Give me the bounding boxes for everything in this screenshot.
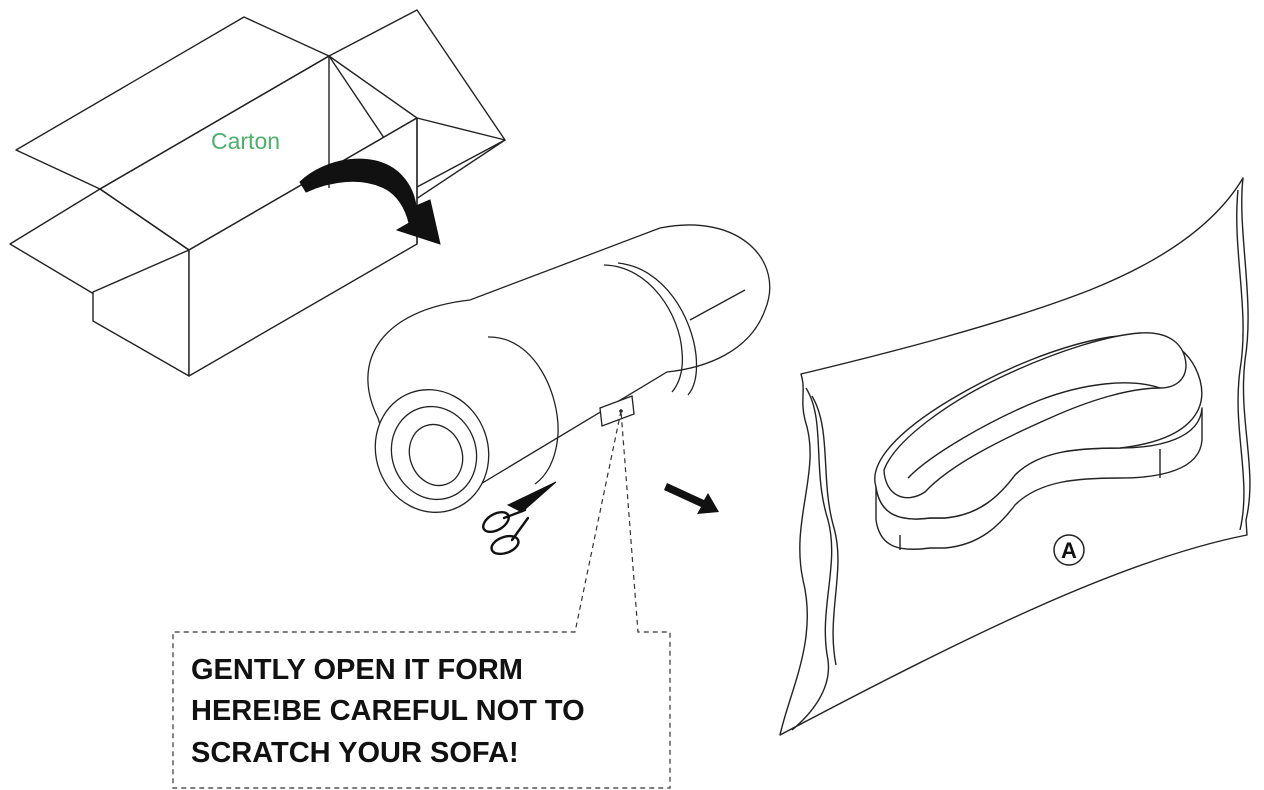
curved-arrow-icon: [299, 158, 441, 245]
sofa-seat-inner: [907, 382, 1161, 479]
warning-line-3: SCRATCH YOUR SOFA!: [191, 737, 519, 769]
part-a-callout: A: [1053, 534, 1085, 566]
bag-fold-left-2: [811, 395, 839, 666]
cylinder-label-tag: [599, 395, 635, 427]
arrow-right-down-icon: [664, 483, 719, 514]
part-a-label: A: [1061, 538, 1077, 563]
bag-fold-right: [1236, 189, 1245, 531]
sofa-backrest: [883, 332, 1187, 499]
scissors-icon: [482, 481, 557, 556]
callout-leader-lines: [172, 410, 671, 789]
rolled-sofa-cylinder: [367, 224, 771, 513]
cylinder-band-left: [487, 336, 559, 485]
carton-side-left: [92, 249, 190, 377]
sofa-part-a: [874, 332, 1203, 551]
cylinder-seam-line: [689, 289, 746, 321]
cylinder-end-core: [408, 423, 464, 487]
cylinder-end-ring: [390, 405, 478, 501]
carton-flap-left-top: [15, 16, 330, 190]
cylinder-end-outer: [374, 389, 490, 513]
bag-fold-left-1: [791, 387, 833, 731]
leader-left: [172, 410, 671, 789]
warning-line-2: HERE!BE CAREFUL NOT TO: [191, 695, 585, 727]
cylinder-band-right: [617, 262, 698, 396]
carton-label: Carton: [211, 128, 280, 154]
warning-line-1: GENTLY OPEN IT FORM: [191, 654, 523, 686]
cylinder-band-mid: [603, 264, 684, 393]
